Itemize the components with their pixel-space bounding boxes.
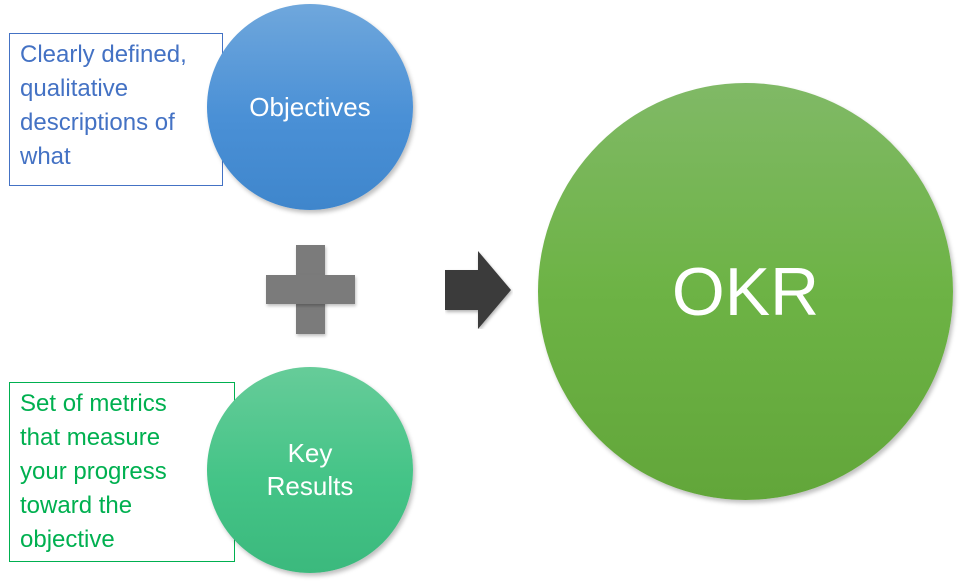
plus-icon-horizontal-bar bbox=[266, 275, 355, 304]
okr-label: OKR bbox=[671, 253, 820, 330]
plus-icon bbox=[266, 245, 355, 334]
arrow-right-icon bbox=[445, 251, 511, 329]
objectives-description-line: descriptions of bbox=[20, 109, 175, 136]
key-results-label: Key Results bbox=[267, 437, 354, 503]
key-results-description-line: that measure bbox=[20, 424, 161, 451]
key-results-description-line: toward the bbox=[20, 492, 133, 519]
key-results-description-line: your progress bbox=[20, 458, 167, 485]
objectives-description-line: qualitative bbox=[20, 75, 129, 102]
key-results-description-box: Set of metrics that measure your progres… bbox=[9, 382, 235, 562]
objectives-circle: Objectives bbox=[207, 4, 413, 210]
objectives-description-line: Clearly defined, bbox=[20, 41, 187, 68]
okr-circle: OKR bbox=[538, 83, 953, 500]
key-results-description-line: objective bbox=[20, 526, 115, 553]
objectives-description-box: Clearly defined, qualitative description… bbox=[9, 33, 223, 186]
key-results-label-line: Results bbox=[266, 471, 354, 501]
key-results-description-line: Set of metrics bbox=[20, 390, 167, 417]
objectives-description-line: what bbox=[20, 143, 71, 170]
key-results-circle: Key Results bbox=[207, 367, 413, 573]
arrow-shape bbox=[445, 251, 511, 329]
key-results-label-line: Key bbox=[287, 438, 333, 468]
objectives-label: Objectives bbox=[249, 91, 371, 122]
